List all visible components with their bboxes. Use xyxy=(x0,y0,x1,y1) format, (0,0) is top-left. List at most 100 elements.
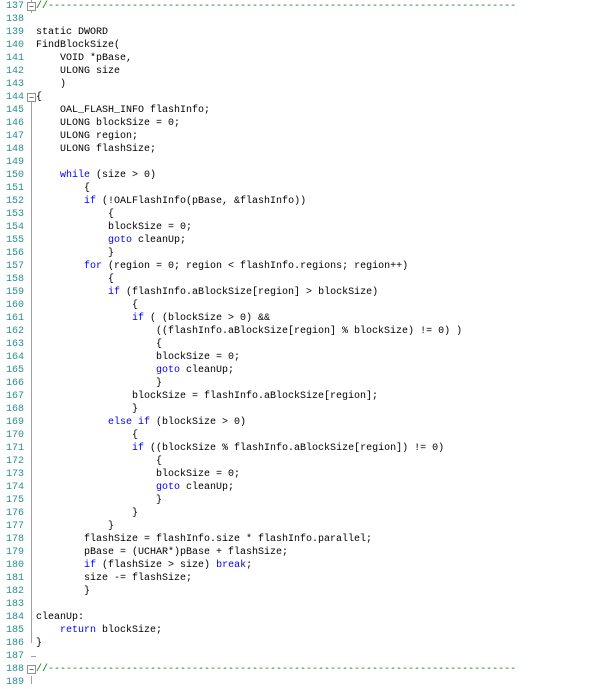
code-text: ULONG flashSize; xyxy=(36,144,157,155)
line-number: 173 xyxy=(5,469,24,480)
fold-toggle-icon[interactable]: − xyxy=(27,665,36,674)
fold-rail xyxy=(31,102,32,643)
code-text: static DWORD xyxy=(36,27,109,38)
code-line[interactable]: 176 } xyxy=(0,507,608,520)
code-line[interactable]: 145 OAL_FLASH_INFO flashInfo; xyxy=(0,104,608,117)
code-line[interactable]: 147 ULONG region; xyxy=(0,130,608,143)
code-text: if (flashInfo.aBlockSize[region] > block… xyxy=(108,287,379,298)
code-text: while (size > 0) xyxy=(60,170,157,181)
line-number: 185 xyxy=(5,625,24,636)
code-line[interactable]: 166 } xyxy=(0,377,608,390)
code-text: goto cleanUp; xyxy=(156,482,235,493)
code-line[interactable]: 138 xyxy=(0,13,608,26)
code-line[interactable]: 163 { xyxy=(0,338,608,351)
line-number: 148 xyxy=(5,144,24,155)
code-line[interactable]: 154 blockSize = 0; xyxy=(0,221,608,234)
code-line[interactable]: 156 } xyxy=(0,247,608,260)
code-line[interactable]: 142 ULONG size xyxy=(0,65,608,78)
fold-toggle-icon[interactable]: − xyxy=(27,2,36,11)
code-line[interactable]: 185 return blockSize; xyxy=(0,624,608,637)
code-line[interactable]: 187 xyxy=(0,650,608,663)
line-number: 165 xyxy=(5,365,24,376)
code-line[interactable]: 165 goto cleanUp; xyxy=(0,364,608,377)
code-line[interactable]: 183 xyxy=(0,598,608,611)
line-number: 189 xyxy=(5,677,24,688)
code-line[interactable]: 189 xyxy=(0,676,608,689)
line-number: 162 xyxy=(5,326,24,337)
code-line[interactable]: 180 if (flashSize > size) break; xyxy=(0,559,608,572)
code-line[interactable]: 181 size -= flashSize; xyxy=(0,572,608,585)
line-number: 180 xyxy=(5,560,24,571)
code-line[interactable]: 151 { xyxy=(0,182,608,195)
code-line[interactable]: 173 blockSize = 0; xyxy=(0,468,608,481)
code-line[interactable]: 169 else if (blockSize > 0) xyxy=(0,416,608,429)
code-line[interactable]: 170 { xyxy=(0,429,608,442)
line-number: 188 xyxy=(5,664,24,675)
line-number: 137 xyxy=(5,1,24,12)
code-text: if (flashSize > size) break; xyxy=(84,560,253,571)
code-line[interactable]: 188−//----------------------------------… xyxy=(0,663,608,676)
line-number: 182 xyxy=(5,586,24,597)
line-number: 166 xyxy=(5,378,24,389)
line-number: 176 xyxy=(5,508,24,519)
code-line[interactable]: 149 xyxy=(0,156,608,169)
line-number: 167 xyxy=(5,391,24,402)
code-line[interactable]: 161 if ( (blockSize > 0) && xyxy=(0,312,608,325)
code-line[interactable]: 167 blockSize = flashInfo.aBlockSize[reg… xyxy=(0,390,608,403)
code-line[interactable]: 141 VOID *pBase, xyxy=(0,52,608,65)
code-line[interactable]: 153 { xyxy=(0,208,608,221)
code-text: } xyxy=(36,638,43,649)
fold-toggle-icon[interactable]: − xyxy=(27,93,36,102)
code-line[interactable]: 155 goto cleanUp; xyxy=(0,234,608,247)
code-line[interactable]: 175 } xyxy=(0,494,608,507)
line-number: 175 xyxy=(5,495,24,506)
code-line[interactable]: 172 { xyxy=(0,455,608,468)
code-text: { xyxy=(36,209,115,220)
code-text: { xyxy=(36,183,91,194)
code-text: } xyxy=(36,508,139,519)
code-line[interactable]: 148 ULONG flashSize; xyxy=(0,143,608,156)
code-line[interactable]: 160 { xyxy=(0,299,608,312)
code-line[interactable]: 177 } xyxy=(0,520,608,533)
code-text: size -= flashSize; xyxy=(36,573,193,584)
code-text: cleanUp: xyxy=(36,612,85,623)
line-number: 143 xyxy=(5,79,24,90)
code-line[interactable]: 157 for (region = 0; region < flashInfo.… xyxy=(0,260,608,273)
code-line[interactable]: 179 pBase = (UCHAR*)pBase + flashSize; xyxy=(0,546,608,559)
code-line[interactable]: 146 ULONG blockSize = 0; xyxy=(0,117,608,130)
code-text: //--------------------------------------… xyxy=(36,1,517,12)
code-text: } xyxy=(36,495,163,506)
code-text: else if (blockSize > 0) xyxy=(108,417,247,428)
code-text: ) xyxy=(36,79,67,90)
code-line[interactable]: 168 } xyxy=(0,403,608,416)
code-line[interactable]: 186} xyxy=(0,637,608,650)
code-text: ULONG blockSize = 0; xyxy=(36,118,181,129)
code-line[interactable]: 158 { xyxy=(0,273,608,286)
line-number: 177 xyxy=(5,521,24,532)
code-text: } xyxy=(36,586,91,597)
fold-rail-end xyxy=(31,656,36,657)
code-line[interactable]: 143 ) xyxy=(0,78,608,91)
code-line[interactable]: 137−//----------------------------------… xyxy=(0,0,608,13)
code-text: VOID *pBase, xyxy=(36,53,133,64)
code-line[interactable]: 182 } xyxy=(0,585,608,598)
code-line[interactable]: 162 ((flashInfo.aBlockSize[region] % blo… xyxy=(0,325,608,338)
code-line[interactable]: 164 blockSize = 0; xyxy=(0,351,608,364)
line-number: 179 xyxy=(5,547,24,558)
code-text: for (region = 0; region < flashInfo.regi… xyxy=(84,261,409,272)
code-line[interactable]: 150 while (size > 0) xyxy=(0,169,608,182)
line-number: 149 xyxy=(5,157,24,168)
line-number: 174 xyxy=(5,482,24,493)
code-line[interactable]: 178 flashSize = flashInfo.size * flashIn… xyxy=(0,533,608,546)
code-line[interactable]: 152 if (!OALFlashInfo(pBase, &flashInfo)… xyxy=(0,195,608,208)
code-line[interactable]: 159 if (flashInfo.aBlockSize[region] > b… xyxy=(0,286,608,299)
code-line[interactable]: 171 if ((blockSize % flashInfo.aBlockSiz… xyxy=(0,442,608,455)
code-line[interactable]: 144−{ xyxy=(0,91,608,104)
code-line[interactable]: 174 goto cleanUp; xyxy=(0,481,608,494)
line-number: 171 xyxy=(5,443,24,454)
line-number: 146 xyxy=(5,118,24,129)
